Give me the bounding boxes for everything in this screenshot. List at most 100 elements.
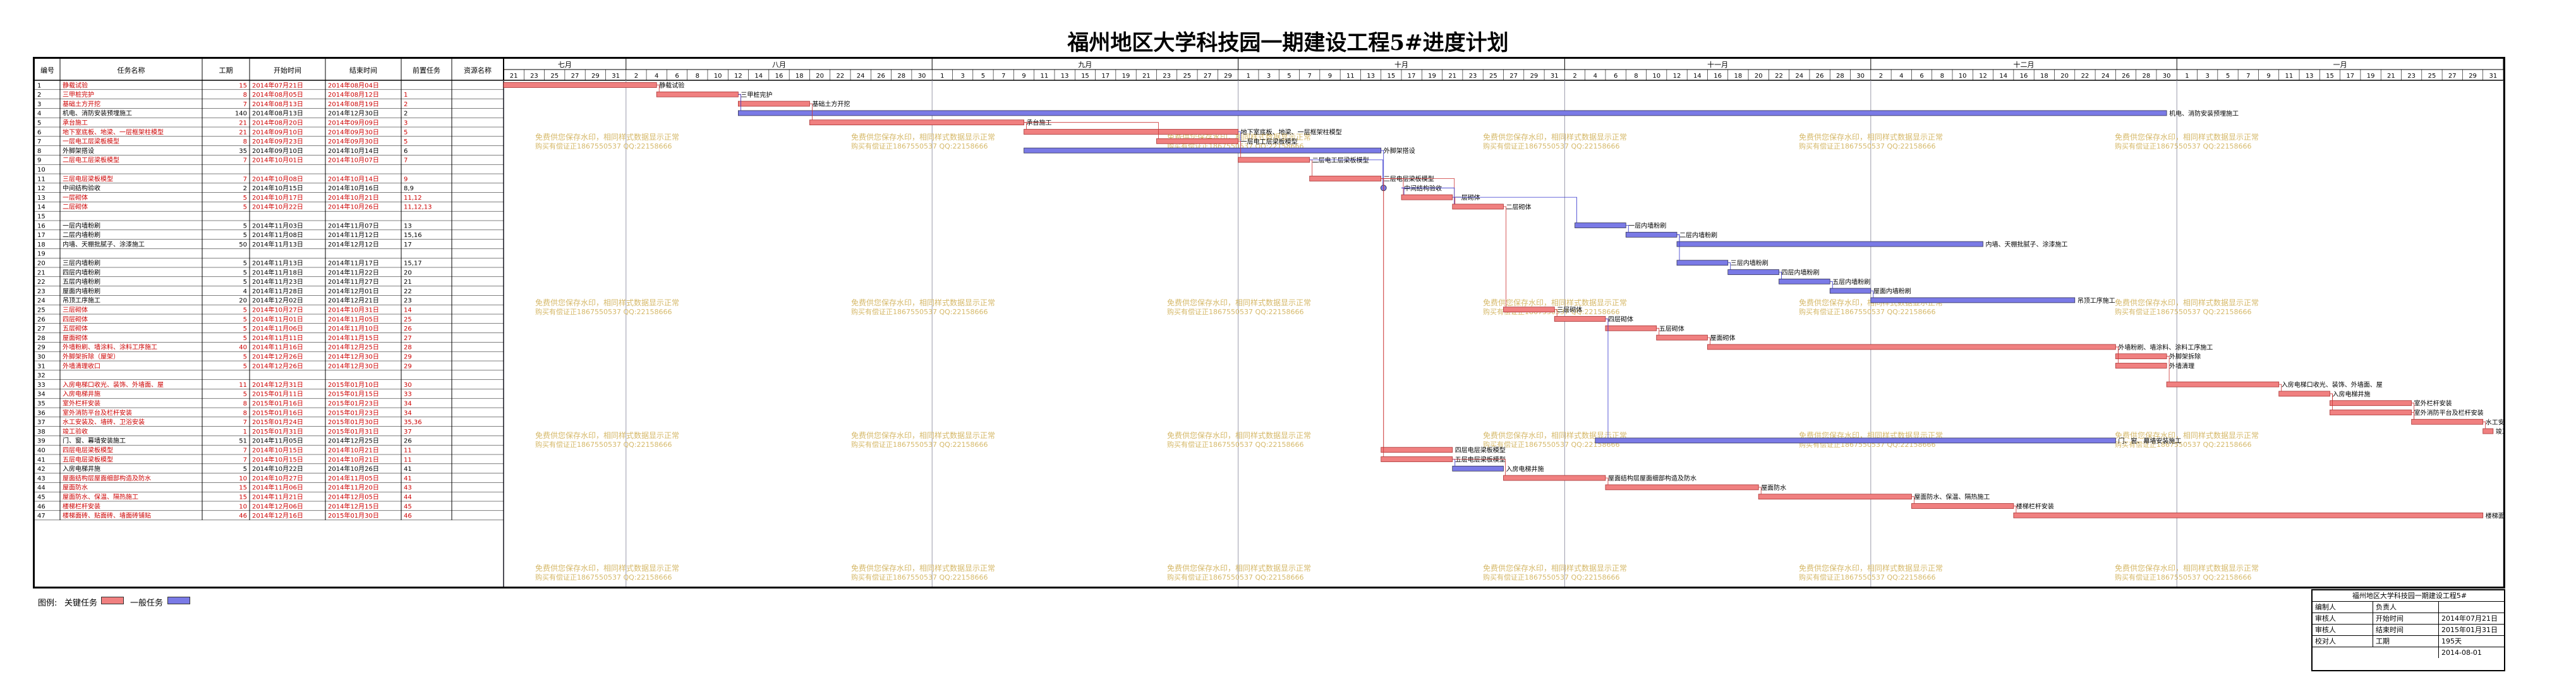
dependency-link <box>809 103 813 120</box>
table-cell: 2014年10月15日 <box>252 184 303 192</box>
timescale-day-label: 21 <box>1142 73 1151 80</box>
table-cell: 2014年12月31日 <box>252 381 303 389</box>
table-cell: 28 <box>37 335 45 342</box>
table-cell: 2014年10月21日 <box>328 446 379 454</box>
dependency-link <box>1605 319 1609 438</box>
table-cell: 51 <box>239 438 247 445</box>
watermark-text: 购买有偿证正1867550537 QQ:22158666 <box>1799 573 1936 582</box>
timescale-day-label: 16 <box>775 73 783 80</box>
table-cell: 2014年08月12日 <box>328 90 379 99</box>
watermark-text: 购买有偿证正1867550537 QQ:22158666 <box>851 573 988 582</box>
title-block-row: 编制人 负责人 <box>2313 602 2504 613</box>
table-cell: 1 <box>243 429 247 436</box>
table-cell: 外脚架拆除（屋架） <box>63 353 119 361</box>
table-cell: 入房电梯口收光、装饰、外墙面、屋 <box>63 381 164 389</box>
table-cell: 屋面砌体 <box>63 334 88 342</box>
gantt-bar <box>1381 447 1453 453</box>
table-cell: 2014年11月13日 <box>252 259 303 267</box>
table-cell: 四层内墙粉刷 <box>63 268 100 276</box>
timescale-day-label: 7 <box>1001 73 1005 80</box>
table-cell: 静载试验 <box>63 81 88 89</box>
timescale-day-label: 14 <box>754 73 763 80</box>
table-cell: 46 <box>404 513 412 520</box>
table-cell: 2015年01月11日 <box>252 390 303 398</box>
table-cell: 22 <box>37 279 45 286</box>
watermark-text: 免费供您保存水印，相同样式数据显示正常 <box>2115 430 2259 440</box>
table-cell: 35 <box>239 148 247 155</box>
table-cell: 5 <box>243 354 247 361</box>
timescale-day-label: 6 <box>675 73 679 80</box>
table-cell: 四层砌体 <box>63 315 88 323</box>
table-cell: 2014年10月08日 <box>252 174 303 183</box>
timescale-day-label: 8 <box>696 73 699 80</box>
table-cell: 2014年11月11日 <box>252 334 303 342</box>
table-cell: 2014年11月06日 <box>252 484 303 492</box>
table-cell: 2014年09月09日 <box>328 119 379 127</box>
table-cell: 11 <box>404 456 412 463</box>
gantt-bar <box>738 101 810 107</box>
gantt-bar <box>1554 316 1606 322</box>
table-cell: 34 <box>404 401 412 408</box>
table-cell: 2015年01月16日 <box>252 399 303 408</box>
gantt-bar-label: 入房电梯井施 <box>1506 465 1544 473</box>
watermark-text: 免费供您保存水印，相同样式数据显示正常 <box>535 430 679 440</box>
dependency-link <box>2278 384 2282 391</box>
timescale-day-label: 31 <box>612 73 620 80</box>
table-cell: 26 <box>404 438 412 445</box>
timescale-day-label: 26 <box>2122 73 2130 80</box>
table-cell: 2014年12月16日 <box>252 511 303 520</box>
table-cell: 10 <box>37 167 45 174</box>
gantt-bar-label: 外墙粉刷、墙涂料、涂料工序施工 <box>2118 343 2213 351</box>
gantt-bar-label: 室外栏杆安装 <box>2414 399 2452 408</box>
timescale-day-label: 22 <box>2081 73 2089 80</box>
timescale-day-label: 17 <box>1101 73 1110 80</box>
title-block-label: 结束时间 <box>2373 625 2439 635</box>
table-cell: 2014年07月21日 <box>252 81 303 89</box>
table-cell: 一层砌体 <box>63 194 88 202</box>
gantt-bar <box>1595 437 2116 444</box>
table-cell: 43 <box>404 485 412 492</box>
gantt-bar <box>738 110 2167 116</box>
dependency-link <box>2330 393 2333 410</box>
table-cell: 32 <box>37 372 45 379</box>
table-cell: 内墙、天棚批腻子、涂漆施工 <box>63 240 145 248</box>
timescale-day-label: 29 <box>1224 73 1232 80</box>
table-cell: 门、窗、幕墙安装施工 <box>63 437 126 445</box>
table-cell: 5 <box>243 195 247 202</box>
table-cell: 2014年09月30日 <box>328 137 379 145</box>
title-block-date: 2014-08-01 <box>2441 649 2482 657</box>
gantt-bar-label: 外墙清理 <box>2169 362 2194 370</box>
table-cell: 26 <box>404 326 412 332</box>
timescale-day-label: 20 <box>2060 73 2069 80</box>
table-cell: 2014年10月14日 <box>328 147 379 155</box>
dependency-link <box>1452 197 1577 223</box>
table-cell: 5 <box>243 316 247 323</box>
table-cell: 25 <box>37 307 45 314</box>
timescale-day-label: 25 <box>2428 73 2436 80</box>
table-cell: 竣工验收 <box>63 427 88 436</box>
dependency-link <box>1626 225 1629 233</box>
table-cell: 23 <box>404 298 412 305</box>
table-cell: 2014年10月21日 <box>328 455 379 463</box>
timescale-day-label: 7 <box>2246 73 2250 80</box>
gantt-bar <box>1452 465 1504 472</box>
table-cell: 42 <box>37 466 45 473</box>
table-cell: 29 <box>404 354 412 361</box>
timescale-day-label: 28 <box>2142 73 2150 80</box>
table-cell: 40 <box>37 448 45 454</box>
title-block-row: 审核人 结束时间 2015年01月31日 <box>2313 625 2504 636</box>
timescale-day-label: 15 <box>1081 73 1089 80</box>
gantt-bar-label: 吊顶工序施工 <box>2077 296 2115 305</box>
table-cell: 屋面防水 <box>63 484 88 492</box>
gantt-bar <box>2166 381 2280 387</box>
timescale-day-label: 1 <box>2185 73 2189 80</box>
gantt-bar <box>1309 176 1382 181</box>
gantt-bar <box>1656 334 1708 341</box>
gantt-bar <box>2013 512 2484 518</box>
table-cell: 3 <box>37 101 41 108</box>
gantt-bar-label: 三层电层梁板模型 <box>1384 175 1434 183</box>
table-cell: 2014年08月20日 <box>252 119 303 127</box>
table-cell: 二层内墙粉刷 <box>63 231 100 239</box>
